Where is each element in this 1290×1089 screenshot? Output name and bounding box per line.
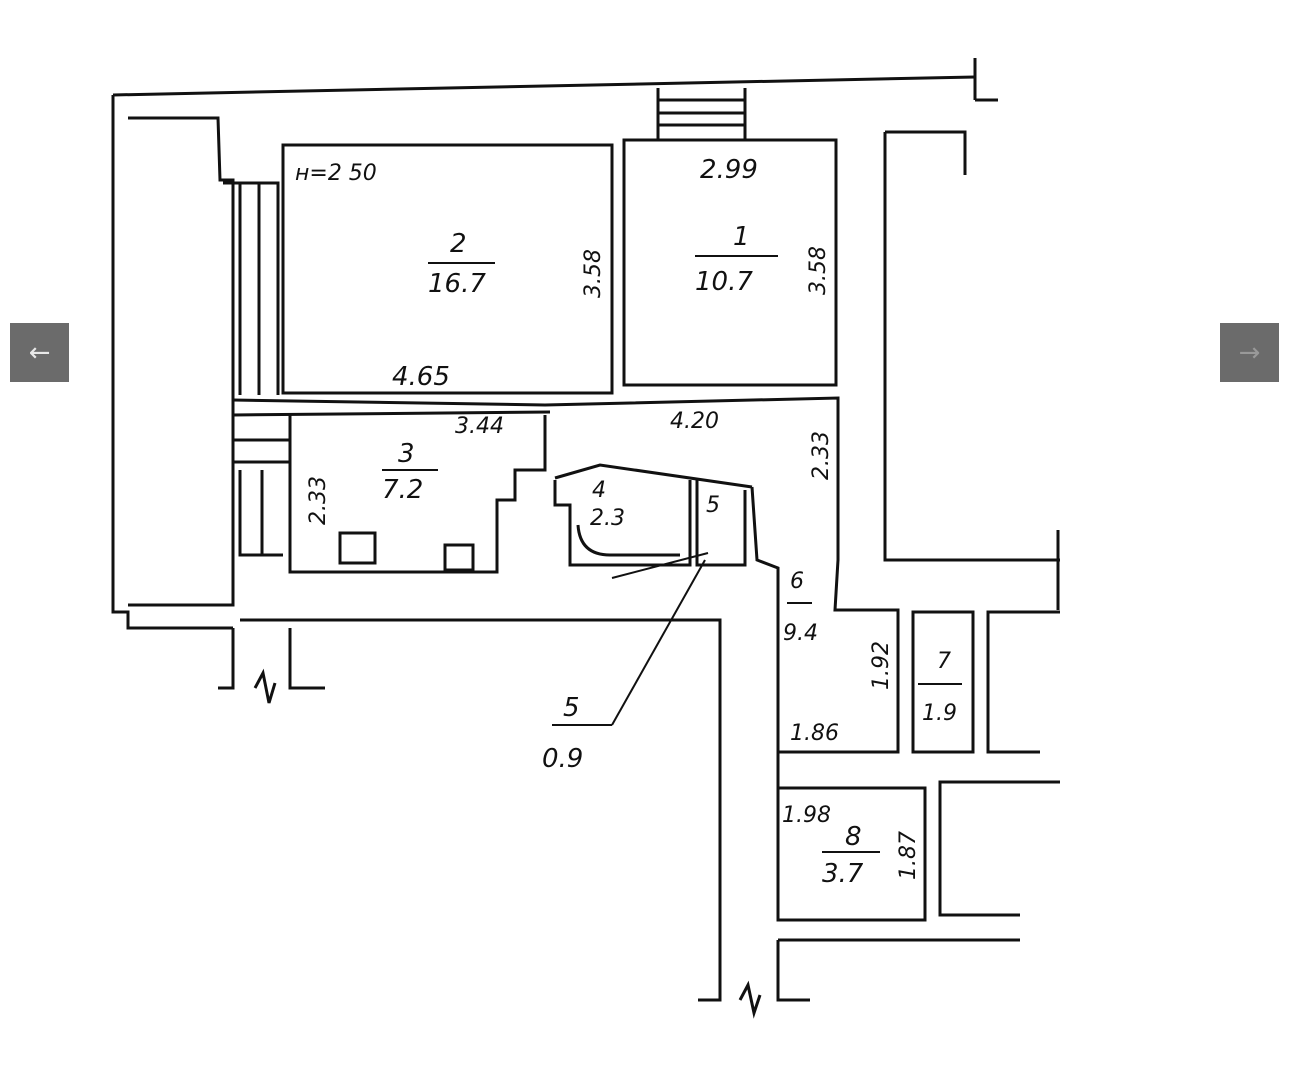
room-5-area: 0.9 [542,744,583,774]
room-3-number: 3 [398,439,415,469]
room-2-area: 16.7 [428,269,486,299]
room-2-width-dim: 4.65 [392,362,450,392]
room-6-area: 9.4 [783,621,818,646]
room-labels: н=2 50 2 16.7 3.58 4.65 1 10.7 2.99 3.58… [295,155,962,889]
ceiling-height-label: н=2 50 [295,161,377,186]
next-image-button[interactable]: → [1220,323,1279,382]
room-3-height-dim: 2.33 [306,476,331,525]
room-8-width-dim: 1.98 [782,803,831,828]
room-5-number: 5 [563,693,580,723]
arrow-right-icon: → [1238,337,1261,368]
room-1-walls [622,138,838,387]
corridor-width-dim: 4.20 [670,409,719,434]
previous-image-button[interactable]: ← [10,323,69,382]
room-7-walls [911,610,975,754]
room-8-height-dim: 1.87 [896,831,921,880]
room-6-number: 6 [790,569,804,594]
room-2-height-dim: 3.58 [581,249,606,298]
room-6-side-dim: 1.92 [869,641,894,690]
room-7-area: 1.9 [922,701,957,726]
room-4-area: 2.3 [590,506,625,531]
room-8-area: 3.7 [822,859,864,889]
room-3-area: 7.2 [382,475,423,505]
room-1-area: 10.7 [695,267,753,297]
room-5-small-number: 5 [706,493,720,518]
room-7-number: 7 [937,649,951,674]
room-3-width-dim: 3.44 [455,414,504,439]
room-8-number: 8 [845,822,862,852]
room-1-height-dim: 3.58 [806,246,831,295]
room-4-number: 4 [592,478,606,503]
arrow-left-icon: ← [28,337,51,368]
room-6-bottom-dim: 1.86 [790,721,839,746]
room-2-walls [281,143,614,395]
room-1-number: 1 [733,222,750,252]
room-2-number: 2 [450,229,467,259]
room-1-width-dim: 2.99 [700,155,758,185]
corridor-height-dim: 2.33 [809,431,834,480]
walls [111,58,1060,1019]
